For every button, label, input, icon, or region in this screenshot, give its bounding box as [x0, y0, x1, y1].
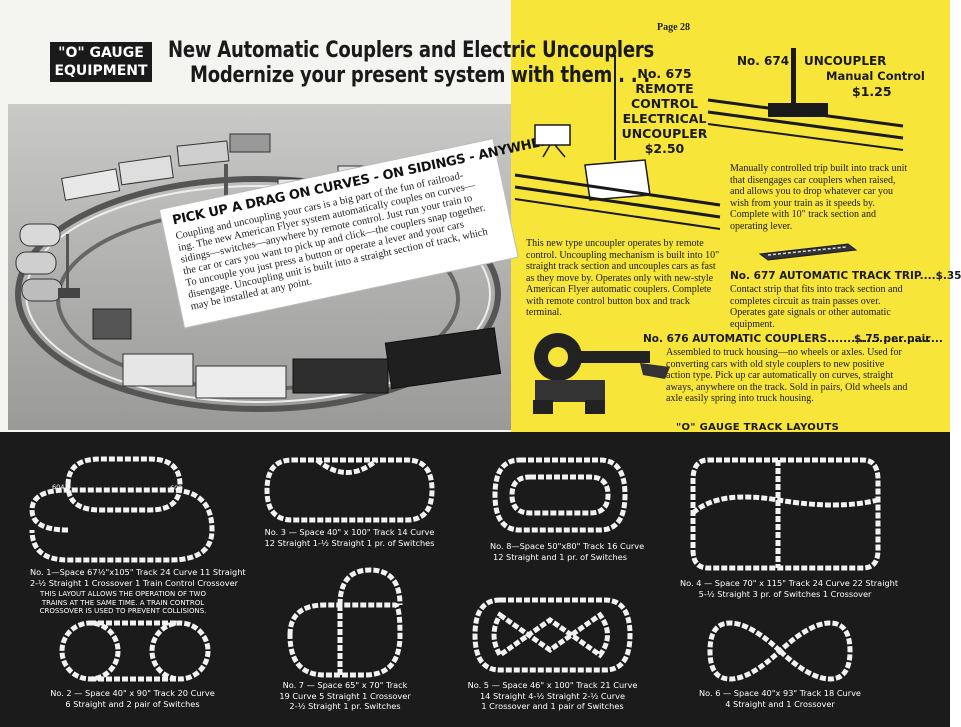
- uncoupler-675-illustration: [514, 55, 721, 230]
- layout-1-note: THIS LAYOUT ALLOWS THE OPERATION OF TWO …: [28, 590, 218, 616]
- product-676-heading: No. 676 AUTOMATIC COUPLERS..............…: [643, 333, 943, 345]
- page-number: Page 28: [657, 22, 691, 33]
- layout-4-diagram: [690, 457, 881, 571]
- layout-8-line-1: No. 8—Space 50"x80" Track 16 Curve: [490, 541, 645, 551]
- layout-8-diagram: [492, 457, 628, 533]
- layout-1-line-2: 2-½ Straight 1 Crossover 1 Train Control…: [30, 577, 239, 588]
- layout-5-line-1: No. 5 — Space 46" x 100" Track 21 Curve: [467, 680, 638, 690]
- gauge-badge: "O" GAUGE EQUIPMENT: [50, 42, 152, 82]
- layout-6-diagram: [707, 620, 853, 682]
- layout-7-caption: No. 7 — Space 65" x 70" Track 19 Curve 5…: [270, 680, 420, 712]
- product-674-price: $1.25: [852, 84, 892, 99]
- layout-1-line-1: No. 1—Space 67½"x105" Track 24 Curve 11 …: [30, 567, 246, 577]
- page-title: New Automatic Couplers and Electric Unco…: [168, 38, 654, 63]
- layout-6-caption: No. 6 — Space 40"x 93" Track 18 Curve 4 …: [690, 688, 870, 709]
- product-674-number: No. 674: [737, 54, 790, 68]
- layout-7-line-2: 19 Curve 5 Straight 1 Crossover: [279, 690, 411, 701]
- layout-3-caption: No. 3 — Space 40" x 100" Track 14 Curve …: [262, 527, 437, 548]
- badge-line-2: EQUIPMENT: [54, 63, 148, 79]
- product-674-name: UNCOUPLER: [804, 54, 887, 68]
- layout-6-line-2: 4 Straight and 1 Crossover: [725, 698, 835, 709]
- layout-2-caption: No. 2 — Space 40" x 90" Track 20 Curve 6…: [40, 688, 225, 709]
- track-layouts-title: "O" GAUGE TRACK LAYOUTS: [676, 422, 840, 433]
- layout-1-note-line: TRAINS AT THE SAME TIME. A TRAIN CONTROL: [41, 598, 205, 607]
- layout-5-caption: No. 5 — Space 46" x 100" Track 21 Curve …: [460, 680, 645, 712]
- layout-6-line-1: No. 6 — Space 40"x 93" Track 18 Curve: [699, 688, 861, 698]
- product-674-description: Manually controlled trip built into trac…: [730, 163, 908, 232]
- layout-7-diagram: [287, 567, 403, 678]
- layout-3-line-1: No. 3 — Space 40" x 100" Track 14 Curve: [264, 527, 435, 537]
- layout-4-line-2: 5-½ Straight 3 pr. of Switches 1 Crossov…: [698, 588, 872, 599]
- track-trip-677-illustration: [758, 243, 858, 261]
- product-676-heading-text: No. 676 AUTOMATIC COUPLERS..............…: [643, 333, 943, 345]
- layout-1-diagram: [29, 456, 215, 563]
- layout-8-line-2: 12 Straight and 1 pr. of Switches: [493, 551, 627, 562]
- badge-line-1: "O" GAUGE: [58, 45, 144, 61]
- layout-1-label-a: 604: [52, 483, 65, 491]
- layout-1-caption: No. 1—Space 67½"x105" Track 24 Curve 11 …: [30, 567, 246, 588]
- product-676-description: Assembled to truck housing—no wheels or …: [666, 347, 908, 404]
- p675-line: ELECTRICAL: [622, 111, 707, 126]
- product-676-price: $.75 per pair: [854, 333, 931, 345]
- layout-5-line-3: 1 Crossover and 1 pair of Switches: [481, 701, 624, 711]
- layout-2-line-2: 6 Straight and 2 pair of Switches: [65, 698, 200, 709]
- p675-line: CONTROL: [630, 96, 698, 111]
- product-677-description: Contact strip that fits into track secti…: [730, 284, 903, 330]
- layout-3-line-2: 12 Straight 1-½ Straight 1 pr. of Switch…: [264, 537, 435, 548]
- layout-4-line-1: No. 4 — Space 70" x 115" Track 24 Curve …: [680, 578, 899, 588]
- layout-2-line-1: No. 2 — Space 40" x 90" Track 20 Curve: [50, 688, 215, 698]
- product-677-heading: No. 677 AUTOMATIC TRACK TRIP....$.35: [730, 270, 961, 282]
- layout-1-label-b: 602: [170, 484, 183, 492]
- layout-2-diagram: [59, 620, 211, 682]
- layout-4-caption: No. 4 — Space 70" x 115" Track 24 Curve …: [680, 578, 899, 599]
- product-675-description: This new type uncoupler operates by remo…: [526, 238, 720, 318]
- p675-line: UNCOUPLER: [621, 126, 708, 141]
- coupler-676-illustration: [533, 333, 670, 414]
- layout-7-line-3: 2-½ Straight 1 pr. Switches: [289, 701, 401, 711]
- layout-3-diagram: [264, 457, 435, 523]
- p675-line: REMOTE: [635, 81, 694, 96]
- uncoupler-674-illustration: [707, 48, 904, 151]
- layout-5-line-2: 14 Straight 4-½ Straight 2-½ Curve: [479, 690, 626, 701]
- page-subtitle: Modernize your present system with them …: [190, 63, 650, 88]
- layout-7-line-1: No. 7 — Space 65" x 70" Track: [282, 680, 408, 690]
- layout-1-note-line: CROSSOVER IS USED TO PREVENT COLLISIONS.: [39, 607, 207, 615]
- product-674-subtitle: Manual Control: [826, 69, 925, 83]
- product-675-title: No. 675 REMOTE CONTROL ELECTRICAL UNCOUP…: [617, 66, 712, 156]
- p675-price: $2.50: [644, 141, 685, 156]
- layout-5-diagram: [472, 597, 633, 673]
- p675-line: No. 675: [637, 66, 692, 81]
- layout-8-caption: No. 8—Space 50"x80" Track 16 Curve 12 St…: [490, 541, 645, 562]
- layout-1-note-line: THIS LAYOUT ALLOWS THE OPERATION OF TWO: [40, 590, 206, 598]
